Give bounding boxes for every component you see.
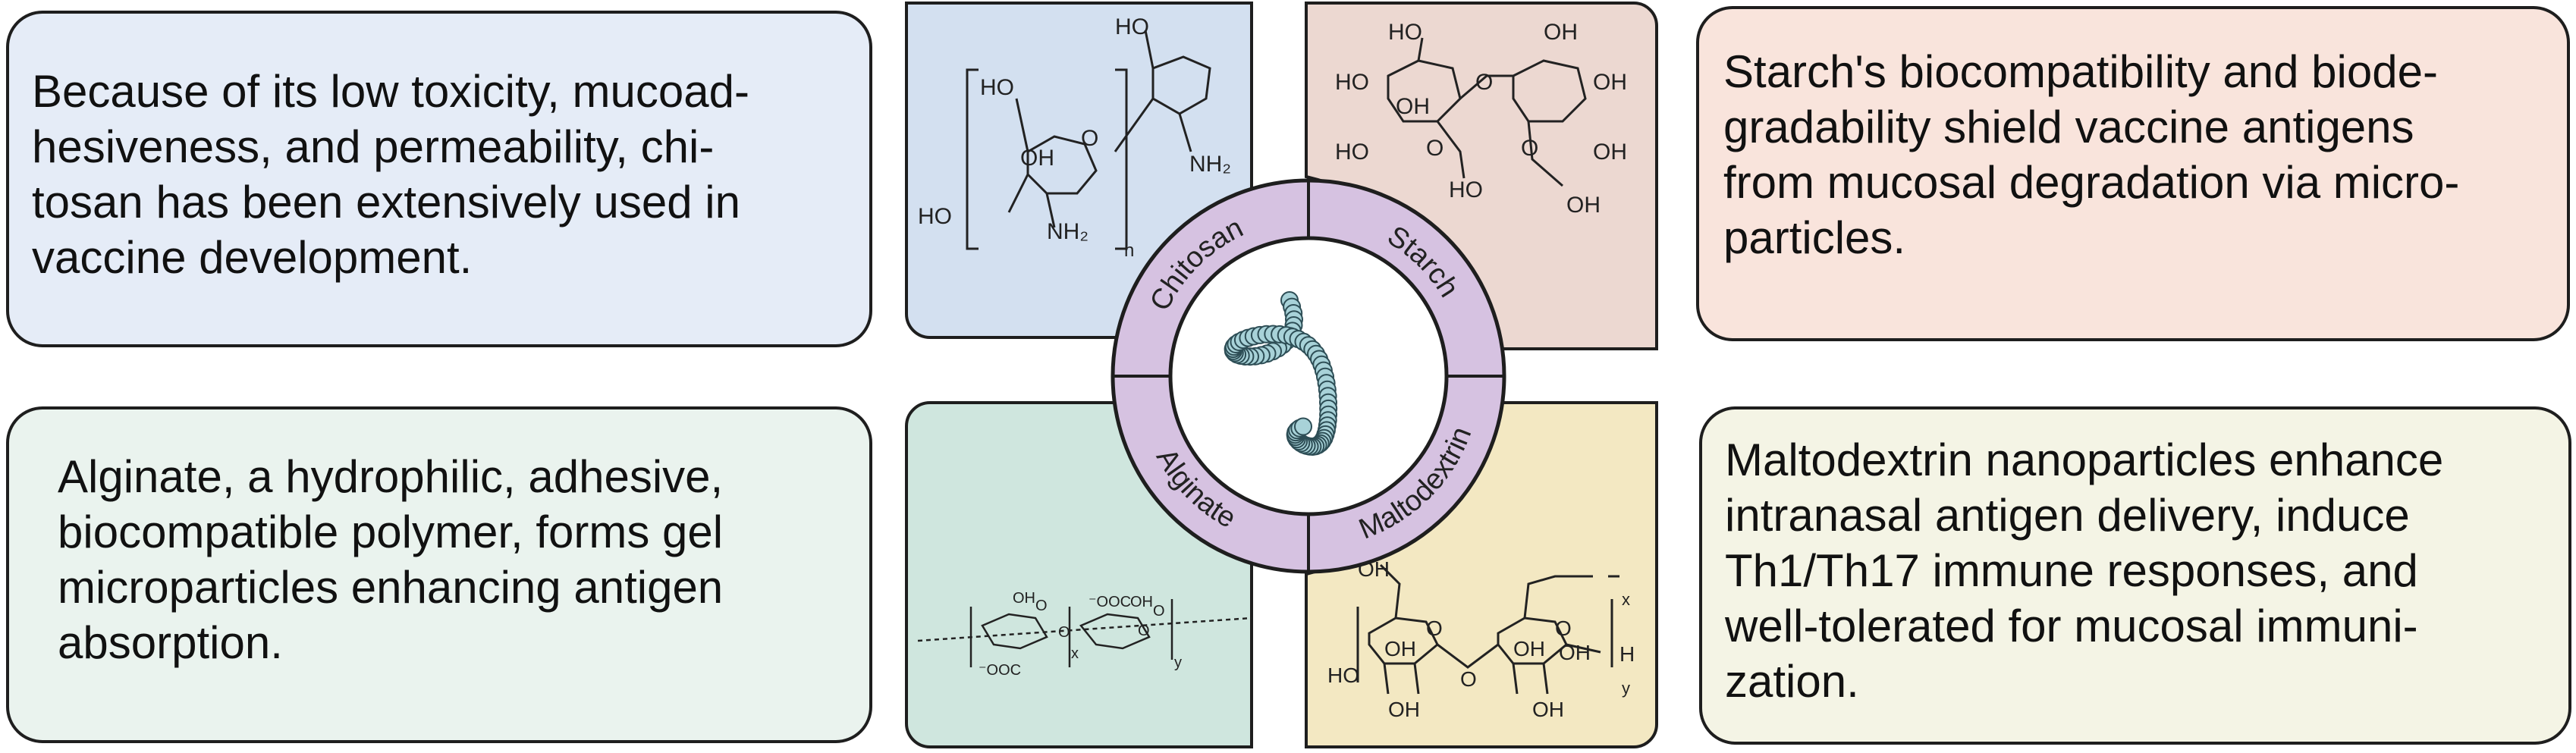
alginate-label-x: x bbox=[1071, 645, 1079, 662]
starch-label-oh4: OH bbox=[1593, 140, 1627, 165]
maltodextrin-structure: OH OH OH OH HO OH OH O O O x y H bbox=[1327, 557, 1635, 721]
starch-label-o3: O bbox=[1521, 136, 1538, 161]
maltodextrin-label-oh5: OH bbox=[1388, 698, 1420, 721]
alginate-label-ooc2: ⁻OOC bbox=[1089, 594, 1131, 610]
maltodextrin-label-oh4: OH bbox=[1559, 641, 1591, 664]
alginate-label-o3: O bbox=[1138, 623, 1150, 639]
starch-label-o1: O bbox=[1475, 70, 1493, 95]
maltodextrin-label-o2: O bbox=[1460, 667, 1477, 691]
chitosan-label-oh: OH bbox=[1020, 146, 1054, 171]
starch-description-panel: Starch's biocompatibility and biode- gra… bbox=[1696, 6, 2570, 341]
polymer-bead bbox=[1294, 417, 1312, 436]
starch-label-ho1: HO bbox=[1388, 20, 1422, 45]
maltodextrin-description-panel: Maltodextrin nanoparticles enhance intra… bbox=[1699, 406, 2571, 745]
starch-label-oh3: OH bbox=[1593, 70, 1627, 95]
maltodextrin-label-oh1: OH bbox=[1358, 557, 1390, 581]
maltodextrin-label-oh6: OH bbox=[1532, 698, 1564, 721]
maltodextrin-label-h: H bbox=[1619, 642, 1635, 666]
alginate-label-o4: O bbox=[1153, 603, 1165, 620]
chitosan-label-o: O bbox=[1081, 126, 1098, 151]
maltodextrin-label-x: x bbox=[1622, 590, 1630, 609]
alginate-label-oh1: OH bbox=[1013, 590, 1035, 607]
starch-description-text: Starch's biocompatibility and biode- gra… bbox=[1723, 46, 2460, 263]
alginate-label-o2: O bbox=[1058, 624, 1070, 641]
alginate-label-y: y bbox=[1174, 654, 1182, 671]
starch-label-ho3: HO bbox=[1335, 140, 1369, 165]
alginate-structure: OH OH ⁻OOC ⁻OOC O O O O x y bbox=[917, 590, 1252, 679]
alginate-description-panel: Alginate, a hydrophilic, adhesive, bioco… bbox=[6, 406, 872, 743]
starch-label-oh2: OH bbox=[1544, 20, 1578, 45]
chitosan-label-ho-bottom: HO bbox=[918, 204, 952, 229]
maltodextrin-description-text: Maltodextrin nanoparticles enhance intra… bbox=[1725, 435, 2444, 707]
starch-label-o2: O bbox=[1426, 136, 1444, 161]
maltodextrin-label-o3: O bbox=[1555, 617, 1572, 640]
chitosan-structure: HO HO OH O NH₂ HO NH₂ n bbox=[918, 14, 1231, 261]
starch-label-ho4: HO bbox=[1449, 177, 1483, 202]
alginate-label-oh2: OH bbox=[1130, 594, 1153, 610]
maltodextrin-label-y: y bbox=[1622, 679, 1630, 698]
chitosan-description-panel: Because of its low toxicity, mucoad- hes… bbox=[6, 11, 872, 347]
starch-label-ho2: HO bbox=[1335, 70, 1369, 95]
maltodextrin-label-oh2: OH bbox=[1384, 637, 1416, 660]
alginate-label-ooc1: ⁻OOC bbox=[979, 662, 1021, 679]
chitosan-label-ho-top: HO bbox=[1115, 14, 1149, 39]
starch-label-oh5: OH bbox=[1566, 193, 1601, 218]
starch-label-oh1: OH bbox=[1396, 94, 1430, 119]
maltodextrin-label-oh3: OH bbox=[1513, 637, 1545, 660]
maltodextrin-label-o1: O bbox=[1426, 617, 1443, 640]
maltodextrin-label-ho: HO bbox=[1327, 664, 1359, 687]
chitosan-description-text: Because of its low toxicity, mucoad- hes… bbox=[32, 66, 749, 283]
alginate-label-o1: O bbox=[1035, 598, 1048, 614]
polymer-bead-chain bbox=[1224, 291, 1338, 456]
chitosan-label-nh2: NH₂ bbox=[1189, 152, 1231, 177]
chitosan-label-n: n bbox=[1124, 240, 1134, 261]
polymer-ring-inner bbox=[1168, 236, 1449, 516]
starch-structure: HO HO HO OH OH OH OH O O O HO OH HO bbox=[1335, 20, 1627, 218]
chitosan-label-nh2-bottom: NH₂ bbox=[1047, 219, 1089, 244]
alginate-description-text: Alginate, a hydrophilic, adhesive, bioco… bbox=[58, 451, 724, 668]
chitosan-label-ho-left: HO bbox=[980, 75, 1014, 100]
